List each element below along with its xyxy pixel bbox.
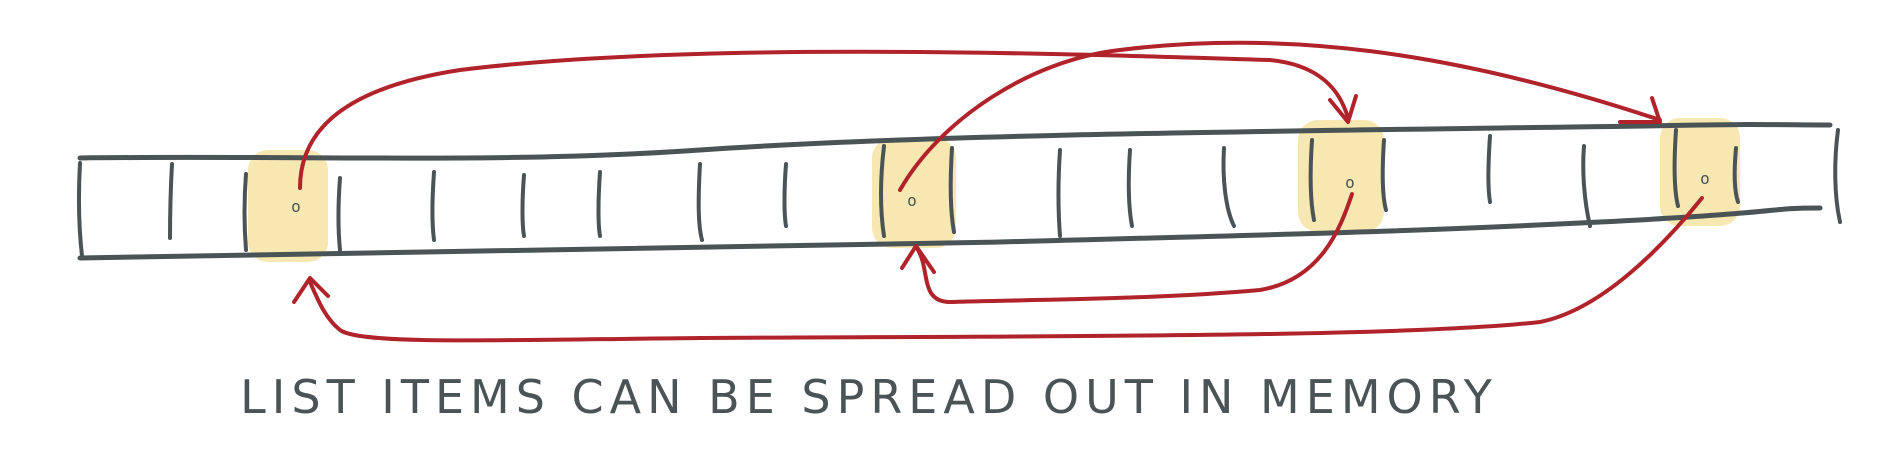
- memory-strip-bottom: [77, 205, 1823, 261]
- pointer-arrow-2-to-4: [898, 40, 1662, 192]
- diagram-caption: LIST ITEMS CAN BE SPREAD OUT IN MEMORY: [240, 370, 1498, 424]
- arrowhead-4-to-1: [292, 276, 330, 304]
- arrowhead-3-to-2: [900, 244, 936, 274]
- node-2-label: o: [907, 191, 917, 210]
- highlight-cell-2: [872, 138, 956, 248]
- memory-cell-dividers: [76, 128, 1842, 258]
- memory-strip-top: [77, 121, 1833, 161]
- highlight-cell-4: [1660, 118, 1740, 226]
- node-1-label: o: [291, 197, 301, 216]
- pointer-arrows: [292, 40, 1704, 343]
- node-3-label: o: [1345, 173, 1355, 192]
- highlight-cell-1: [248, 150, 328, 262]
- pointer-arrow-3-to-2: [916, 192, 1354, 304]
- highlight-cell-3: [1298, 120, 1384, 232]
- arrowhead-2-to-4: [1618, 96, 1662, 124]
- pointer-arrow-4-to-1: [308, 196, 1704, 343]
- node-4-label: o: [1700, 169, 1710, 188]
- arrowhead-1-to-3: [1328, 94, 1358, 124]
- pointer-arrow-1-to-3: [298, 49, 1350, 190]
